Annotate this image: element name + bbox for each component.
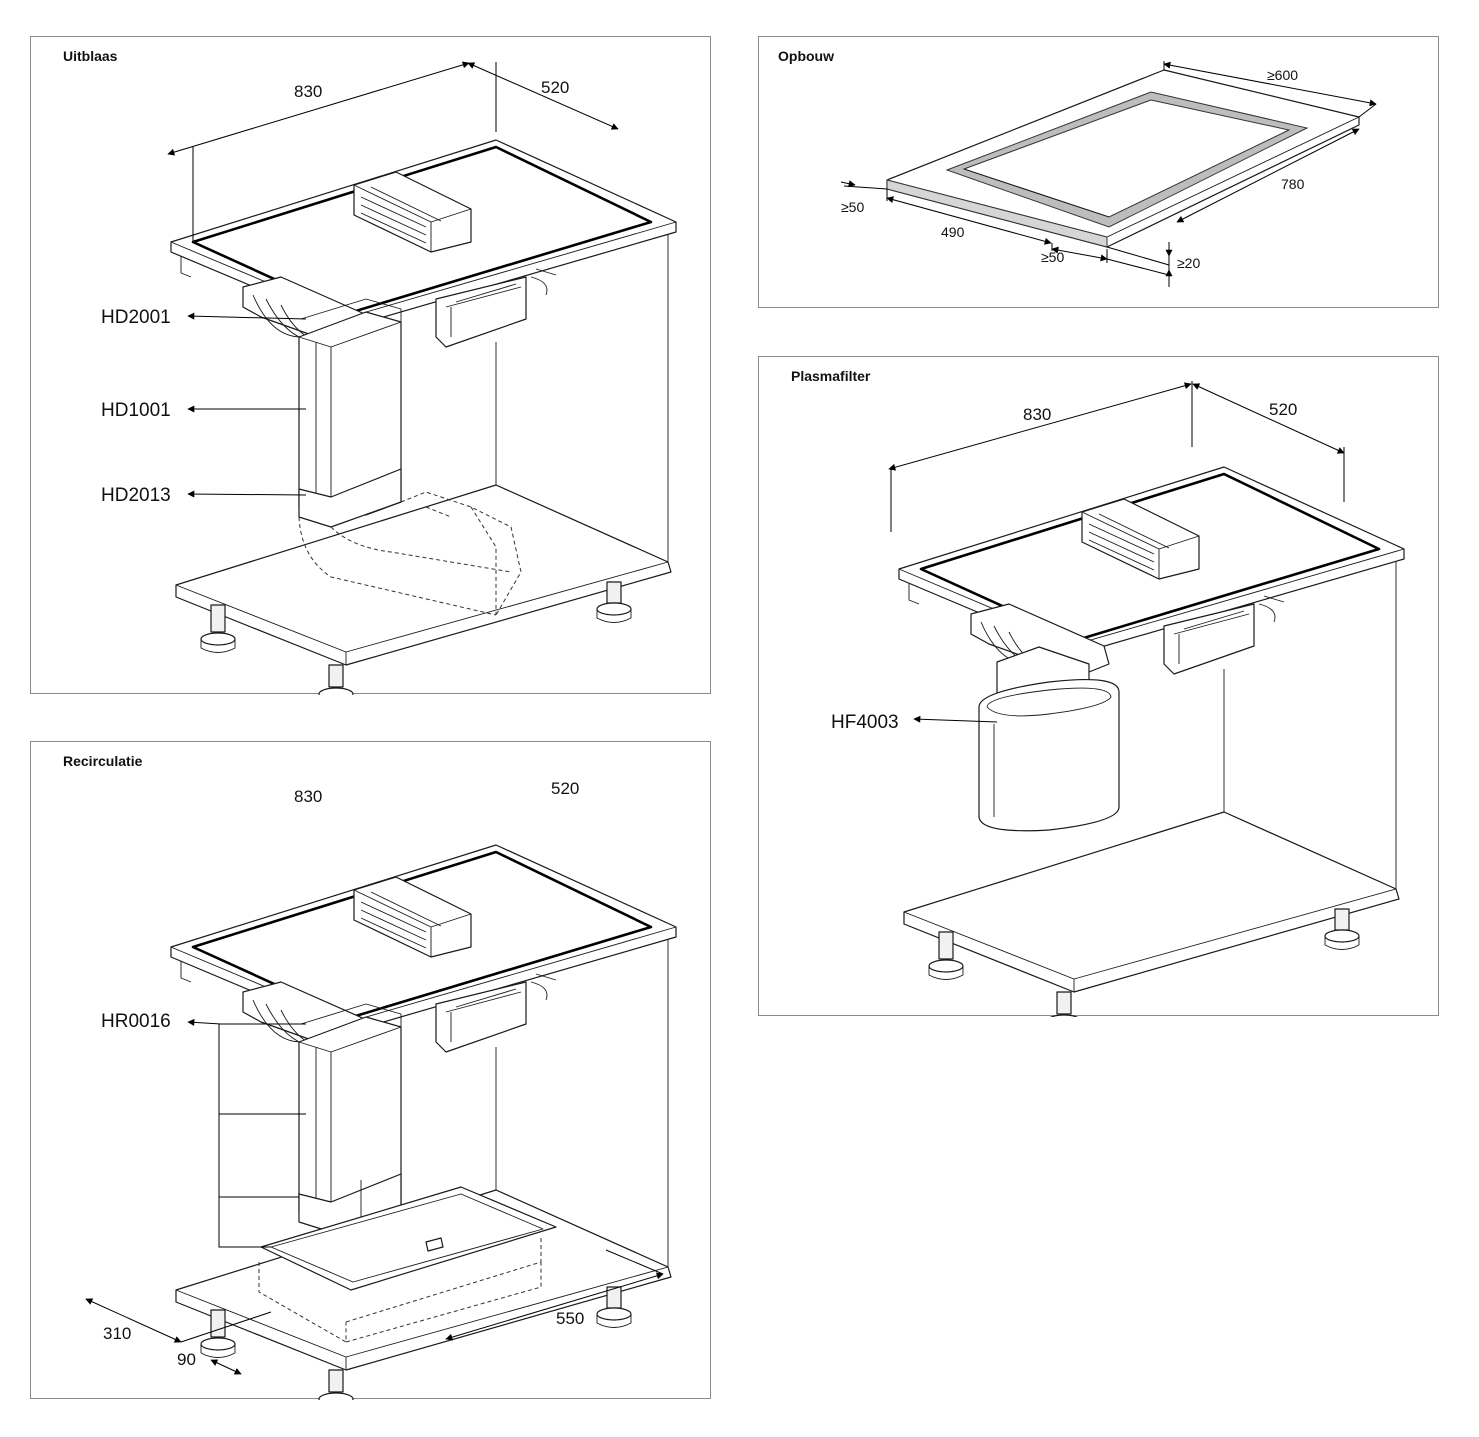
dim-depth: 520 bbox=[1269, 400, 1297, 419]
panel-title: Opbouw bbox=[778, 48, 834, 64]
dim-50-left: ≥50 bbox=[841, 199, 864, 215]
panel-title: Recirculatie bbox=[63, 753, 143, 769]
dim-490: 490 bbox=[941, 224, 965, 240]
dim-550: 550 bbox=[556, 1309, 584, 1328]
dim-600: ≥600 bbox=[1267, 67, 1298, 83]
panel-title: Uitblaas bbox=[63, 48, 118, 64]
dim-780: 780 bbox=[1281, 176, 1305, 192]
dim-depth: 520 bbox=[551, 779, 579, 798]
dim-depth: 520 bbox=[541, 78, 569, 97]
plasma-filter-unit bbox=[978, 646, 1120, 832]
panel-recirculatie: Recirculatie bbox=[30, 741, 711, 1400]
dim-width: 830 bbox=[294, 82, 322, 101]
dim-310: 310 bbox=[103, 1324, 131, 1343]
dim-50-bottom: ≥50 bbox=[1041, 249, 1064, 265]
duct-column bbox=[298, 1003, 402, 1233]
panel-title: Plasmafilter bbox=[791, 368, 871, 384]
panel-plasmafilter: Plasmafilter bbox=[758, 356, 1439, 1017]
recirculatie-drawing: 830 520 HR0016 310 90 550 bbox=[85, 779, 678, 1400]
dim-width: 830 bbox=[1023, 405, 1051, 424]
label-hd1001: HD1001 bbox=[101, 400, 171, 421]
opbouw-drawing: ≥600 780 490 ≥50 ≥50 ≥20 bbox=[840, 61, 1377, 287]
dim-20: ≥20 bbox=[1177, 255, 1200, 271]
panel-opbouw: Opbouw ≥600 780 490 ≥50 ≥50 ≥20 bbox=[758, 36, 1439, 308]
label-hd2001: HD2001 bbox=[101, 307, 171, 328]
filter-box bbox=[258, 1186, 557, 1343]
dim-width: 830 bbox=[294, 787, 322, 806]
label-hr0016: HR0016 bbox=[101, 1011, 171, 1032]
panel-uitblaas: Uitblaas bbox=[30, 36, 711, 695]
uitblaas-drawing: 830 520 HD2001 HD1001 HD2013 bbox=[101, 61, 678, 695]
plasmafilter-drawing: 830 520 HF4003 bbox=[831, 381, 1406, 1017]
label-hd2013: HD2013 bbox=[101, 485, 171, 506]
duct-column bbox=[298, 298, 402, 528]
dim-90: 90 bbox=[177, 1350, 196, 1369]
label-hf4003: HF4003 bbox=[831, 712, 899, 733]
elbow-duct-dashed bbox=[298, 491, 522, 616]
